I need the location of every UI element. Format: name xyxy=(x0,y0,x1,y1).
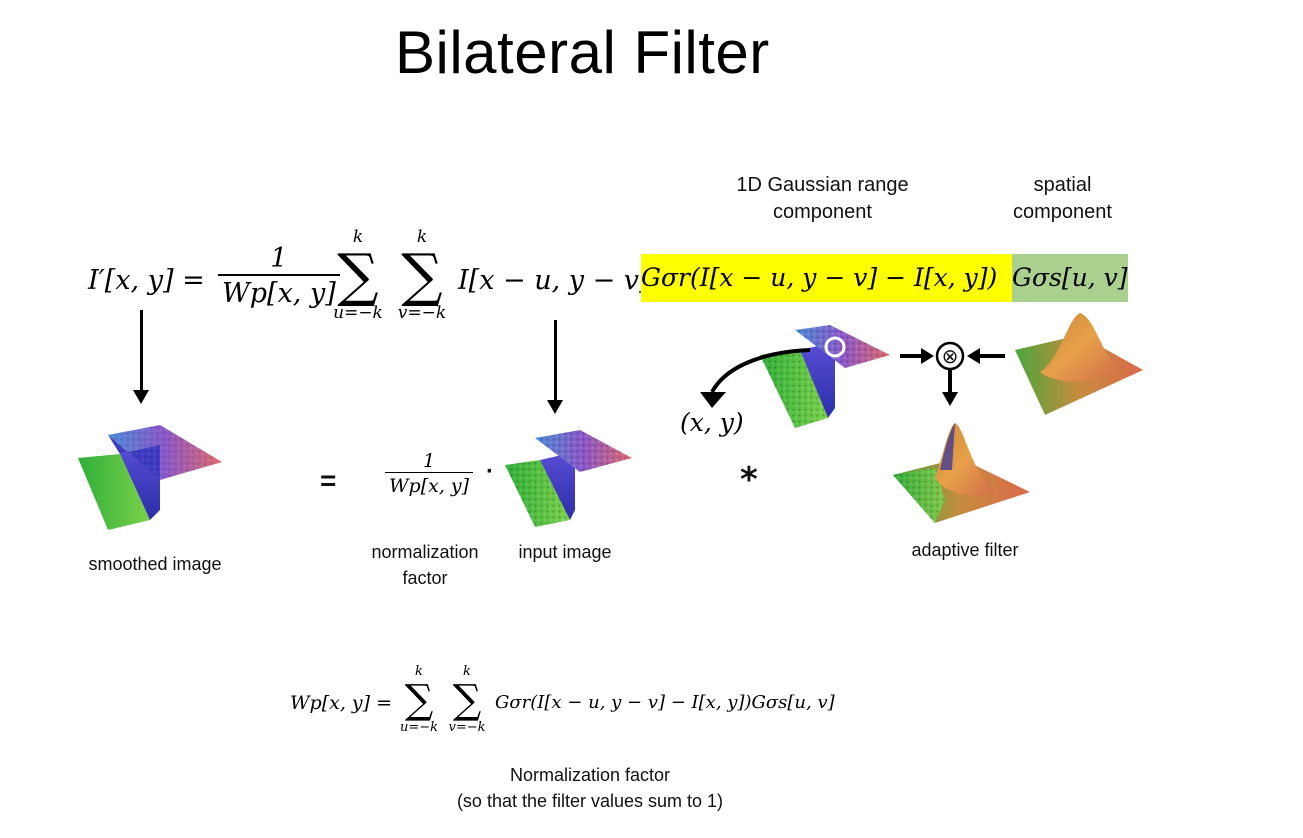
range-header-line1: 1D Gaussian range xyxy=(736,174,909,196)
arrow-to-input xyxy=(547,320,563,414)
main-fraction: 1 Wp[x, y] xyxy=(218,243,340,309)
norm-sum-v-lower: v=−k xyxy=(448,720,486,735)
range-header-line2: component xyxy=(773,201,872,223)
range-term: Gσr(I[x − u, y − v] − I[x, y]) xyxy=(641,254,1012,302)
sum-v-upper: k xyxy=(416,227,428,247)
main-equation-lhs: I′[x, y] = xyxy=(88,265,205,296)
caption-normalization-line1: normalization xyxy=(371,542,479,562)
convolve-icon: * xyxy=(740,460,758,500)
pixel-marker-icon xyxy=(824,336,846,358)
norm-sum-u-lower: u=−k xyxy=(399,720,439,735)
norm-sum-u-upper: k xyxy=(415,664,423,679)
caption-adaptive: adaptive filter xyxy=(911,540,1019,560)
range-component-header: 1D Gaussian range component xyxy=(700,172,945,226)
caption-normalization: normalization factor xyxy=(350,539,500,591)
spatial-header-line2: component xyxy=(1013,201,1112,223)
main-fraction-denominator: Wp[x, y] xyxy=(218,274,340,309)
lower-equals: = xyxy=(320,465,337,496)
input-image-plot xyxy=(505,430,632,527)
arrow-to-smoothed xyxy=(133,310,149,404)
sum-u-upper: k xyxy=(352,227,364,247)
sum-v: k ∑ v=−k xyxy=(394,228,450,322)
sum-u-lower: u=−k xyxy=(333,303,383,323)
multiply-node-icon xyxy=(935,341,965,371)
norm-sum-v-upper: k xyxy=(463,664,471,679)
input-term: I[x − u, y − v] xyxy=(458,265,650,296)
main-fraction-numerator: 1 xyxy=(270,243,288,274)
norm-sum-u: k ∑ u=−k xyxy=(398,665,440,735)
norm-sum-u-symbol: ∑ xyxy=(404,677,434,723)
lower-fraction-denominator: Wp[x, y] xyxy=(385,472,474,497)
smoothed-image-plot xyxy=(78,425,222,530)
lower-fraction-numerator: 1 xyxy=(422,450,436,472)
spatial-gaussian-plot xyxy=(1015,313,1143,415)
normalization-note-line2: (so that the filter values sum to 1) xyxy=(456,791,724,811)
sum-v-symbol: ∑ xyxy=(401,241,443,309)
lower-dot: · xyxy=(486,458,494,485)
curved-arrow-icon xyxy=(710,348,811,394)
spatial-header-line1: spatial xyxy=(1033,174,1092,196)
sum-u-symbol: ∑ xyxy=(337,241,379,309)
norm-sum-v-symbol: ∑ xyxy=(452,677,482,723)
norm-equation-lhs: Wp[x, y] = xyxy=(290,692,393,714)
times-glyph: ⊗ xyxy=(941,344,959,368)
spatial-component-header: spatial component xyxy=(985,172,1140,226)
caption-smoothed: smoothed image xyxy=(88,554,222,574)
norm-equation-body: Gσr(I[x − u, y − v] − I[x, y])Gσs[u, v] xyxy=(495,692,835,713)
caption-normalization-line2: factor xyxy=(402,568,448,588)
sum-u: k ∑ u=−k xyxy=(330,228,386,322)
slide-title: Bilateral Filter xyxy=(395,19,770,86)
normalization-note: Normalization factor (so that the filter… xyxy=(400,762,780,814)
input-patch-plot xyxy=(760,325,890,428)
pixel-coordinate: (x, y) xyxy=(680,408,744,437)
norm-sum-v: k ∑ v=−k xyxy=(446,665,488,735)
caption-input: input image xyxy=(518,542,612,562)
spatial-term: Gσs[u, v] xyxy=(1012,254,1128,302)
sum-v-lower: v=−k xyxy=(397,303,447,323)
lower-fraction: 1 Wp[x, y] xyxy=(385,450,474,497)
adaptive-filter-plot xyxy=(893,423,1030,523)
normalization-note-line1: Normalization factor xyxy=(509,765,671,785)
